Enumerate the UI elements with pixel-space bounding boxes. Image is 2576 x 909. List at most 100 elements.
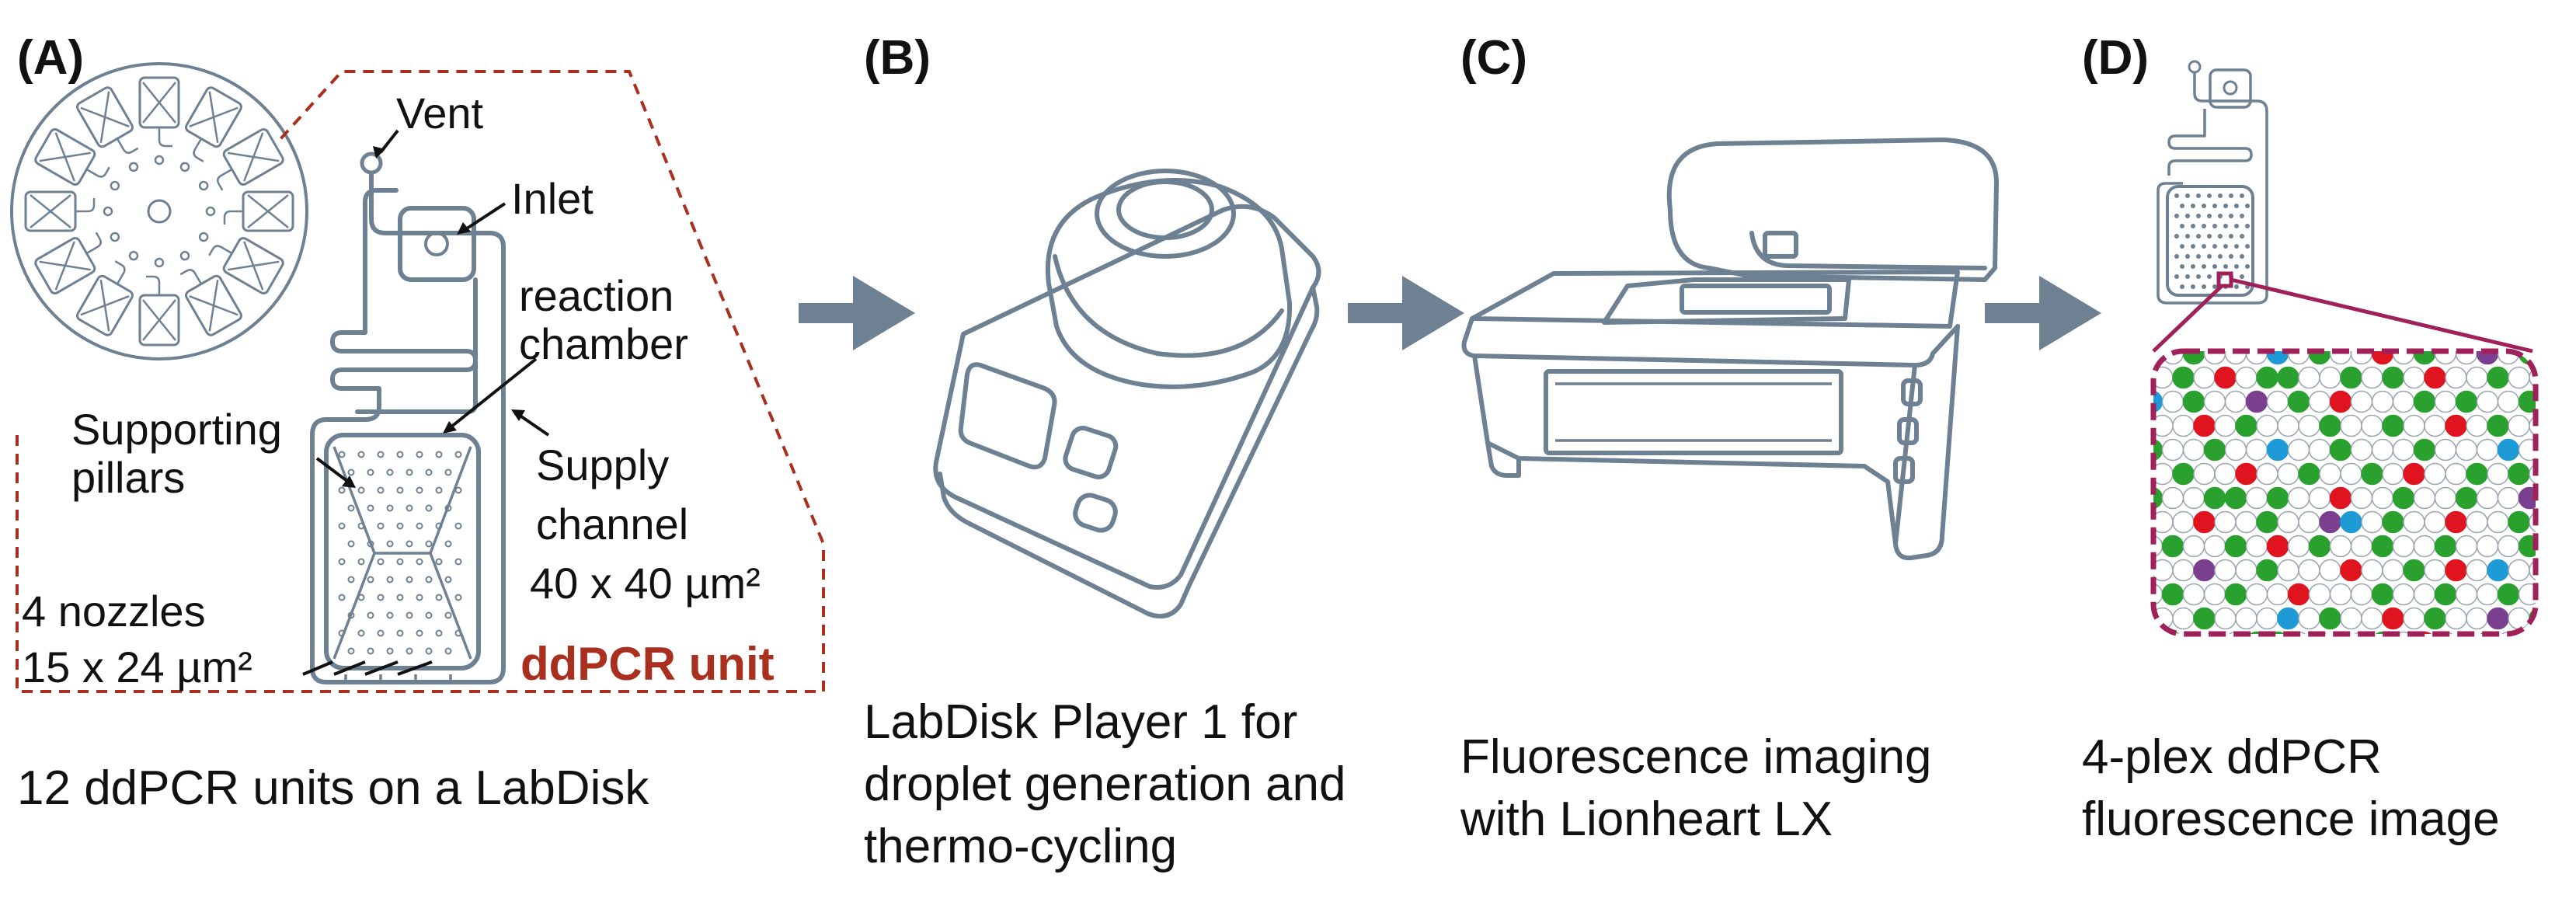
droplet-positive: [2224, 535, 2247, 558]
droplet-negative: [2403, 510, 2425, 534]
droplet-negative: [2445, 462, 2467, 486]
labdisk-unit: [179, 250, 242, 336]
droplet-negative: [2540, 343, 2561, 364]
droplet-negative: [2287, 486, 2310, 510]
droplet-negative: [2445, 607, 2467, 630]
droplet-negative: [2413, 486, 2436, 510]
droplet-positive: [2245, 631, 2268, 634]
droplet-negative: [2350, 486, 2373, 510]
droplet-negative: [2529, 559, 2536, 582]
droplet-negative: [2308, 486, 2331, 510]
droplet-positive: [2266, 438, 2289, 461]
droplet-positive: [2371, 535, 2394, 558]
droplet-negative: [2298, 510, 2320, 534]
droplet-positive: [2319, 510, 2341, 534]
droplet-positive: [2203, 438, 2226, 461]
droplet-negative: [2413, 535, 2436, 558]
droplet-negative: [2161, 486, 2184, 510]
labdisk-unit: [34, 232, 120, 294]
droplet-negative: [2214, 607, 2237, 630]
droplet-positive: [2277, 607, 2299, 630]
supply-channel-label-2: channel: [536, 500, 688, 549]
droplet-positive: [2266, 535, 2289, 558]
droplet-negative: [2382, 559, 2404, 582]
droplet-negative: [2508, 366, 2530, 389]
droplet-negative: [2277, 510, 2299, 534]
droplet-negative: [2455, 535, 2478, 558]
droplet-positive: [2235, 462, 2257, 486]
panel-a-caption: 12 ddPCR units on a LabDisk: [17, 761, 649, 815]
droplet-negative: [2540, 536, 2561, 557]
droplet-positive: [2455, 486, 2478, 510]
droplet-negative: [2161, 390, 2184, 413]
droplet-positive: [2540, 392, 2561, 413]
droplet-positive: [2329, 486, 2352, 510]
droplet-negative: [2319, 559, 2341, 582]
droplet-negative: [2153, 631, 2163, 634]
droplet-positive: [2424, 366, 2446, 389]
droplet-positive: [2508, 510, 2530, 534]
droplet-negative: [2214, 559, 2237, 582]
droplet-positive: [2382, 510, 2404, 534]
droplet-negative: [2319, 462, 2341, 486]
droplet-negative: [2434, 486, 2457, 510]
droplet-positive: [2413, 390, 2436, 413]
droplet-positive: [2340, 510, 2362, 534]
droplet-negative: [2455, 438, 2478, 461]
labdisk-unit: [34, 128, 120, 191]
labdisk-unit: [138, 257, 180, 347]
droplet-positive: [2487, 559, 2509, 582]
droplet-negative: [2350, 438, 2373, 461]
droplet-negative: [2466, 366, 2488, 389]
droplet-negative: [2361, 366, 2383, 389]
droplet-positive: [2403, 559, 2425, 582]
droplet-negative: [2476, 535, 2499, 558]
droplet-negative: [2203, 390, 2226, 413]
droplet-negative: [2392, 583, 2415, 606]
droplet-negative: [2350, 583, 2373, 606]
droplet-negative: [2540, 584, 2561, 605]
droplet-negative: [2182, 535, 2205, 558]
droplet-positive: [2497, 438, 2520, 461]
droplet-positive: [2434, 583, 2457, 606]
droplet-negative: [2235, 607, 2257, 630]
droplet-negative: [2245, 486, 2268, 510]
droplet-positive: [2508, 462, 2530, 486]
droplet-negative: [2214, 414, 2237, 437]
supply-channel-label-1: Supply: [536, 441, 669, 489]
panel-c-caption-2: with Lionheart LX: [1460, 792, 1833, 846]
droplet-negative: [2224, 390, 2247, 413]
labdisk-player-icon: [933, 169, 1321, 618]
droplet-negative: [2182, 438, 2205, 461]
droplet-positive: [2329, 438, 2352, 461]
droplet-negative: [2466, 559, 2488, 582]
droplet-negative: [2466, 510, 2488, 534]
flow-arrow-icon: [1348, 276, 1464, 350]
droplet-positive: [2487, 607, 2509, 630]
droplet-positive: [2382, 414, 2404, 437]
droplet-positive: [2392, 486, 2415, 510]
supporting-pillars-label-2: pillars: [71, 453, 185, 502]
droplet-negative: [2298, 414, 2320, 437]
droplet-negative: [2235, 510, 2257, 534]
droplet-negative: [2308, 390, 2331, 413]
droplet-negative: [2256, 462, 2278, 486]
droplet-positive: [2371, 631, 2394, 634]
reaction-chamber-label-1: reaction: [519, 271, 674, 320]
vent-label: Vent: [396, 89, 484, 138]
droplet-positive: [2266, 631, 2289, 634]
ddpcr-unit-icon: [310, 152, 506, 684]
droplet-negative: [2424, 559, 2446, 582]
droplet-negative: [2193, 462, 2216, 486]
droplet-negative: [2193, 366, 2216, 389]
droplet-negative: [2172, 414, 2195, 437]
droplet-negative: [2487, 462, 2509, 486]
droplet-positive: [2172, 462, 2195, 486]
labdisk-unit: [24, 190, 113, 232]
droplet-positive: [2172, 366, 2195, 389]
droplet-negative: [2371, 390, 2394, 413]
droplet-negative: [2245, 535, 2268, 558]
droplet-negative: [2497, 390, 2520, 413]
droplet-negative: [2277, 414, 2299, 437]
droplet-negative: [2434, 438, 2457, 461]
